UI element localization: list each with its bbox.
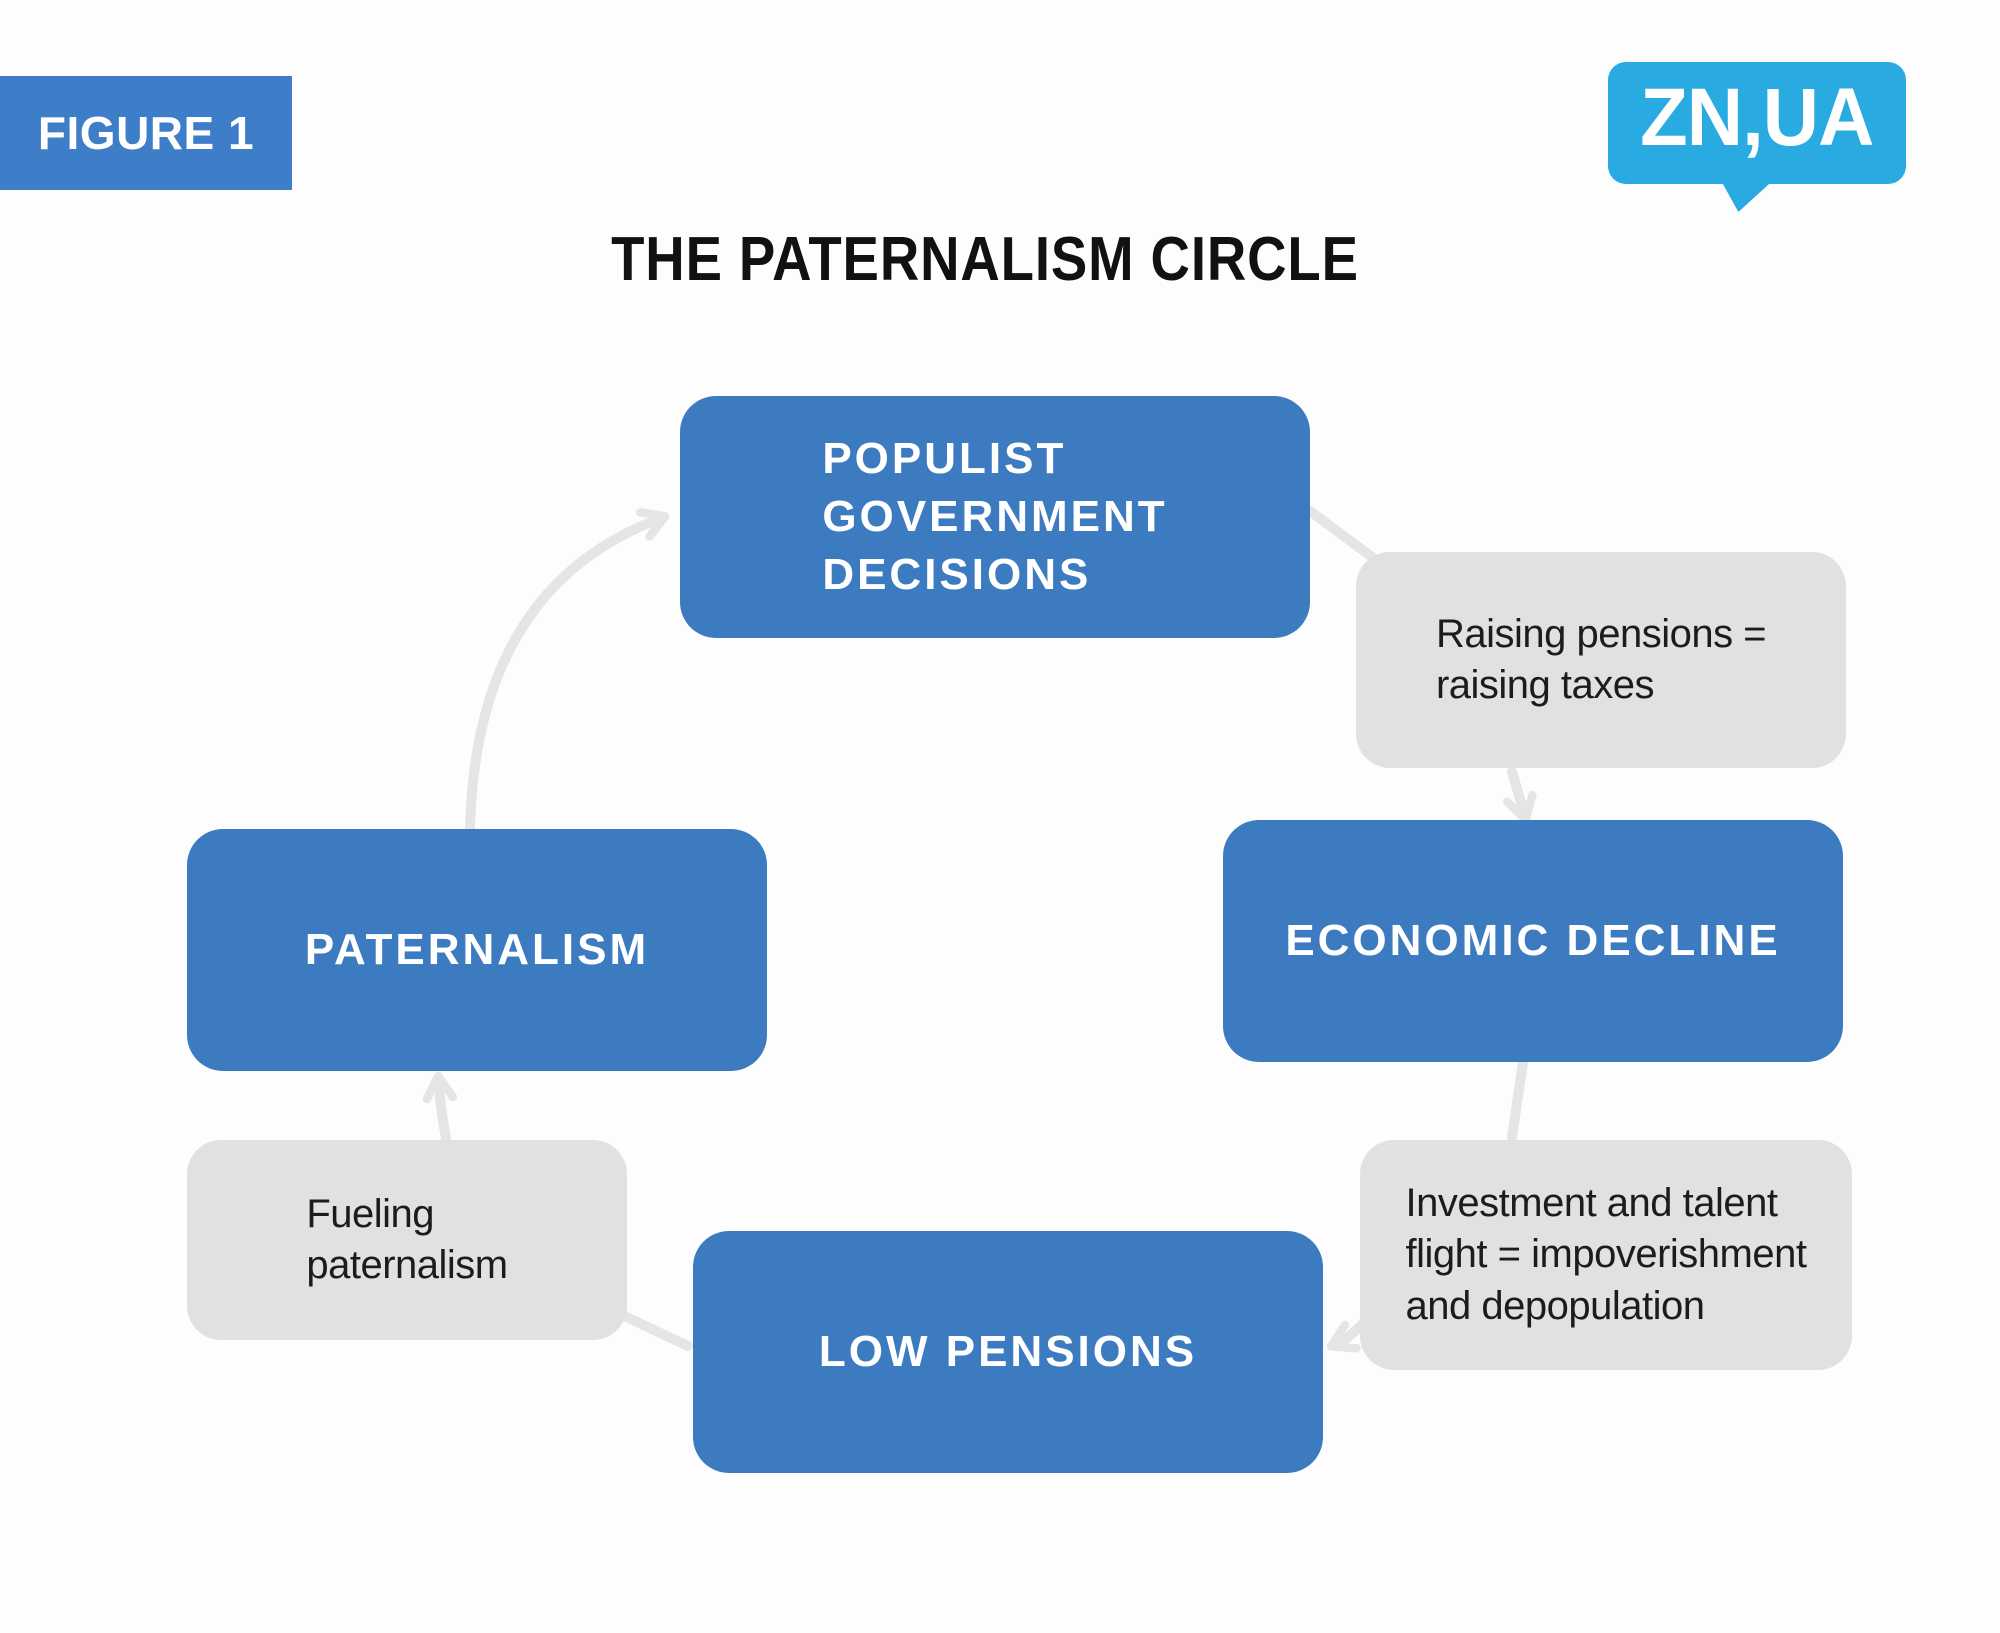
note-text: Raising pensions = raising taxes [1435, 611, 1767, 707]
figure-label-badge: FIGURE 1 [0, 76, 292, 190]
node-label: LOW PENSIONS [818, 1326, 1198, 1376]
connector-fueling-note-to-low-pensions [615, 1309, 693, 1351]
node-low-pensions: LOW PENSIONS [693, 1231, 1323, 1473]
znua-logo: ZN,UA [1608, 62, 1906, 212]
note-investment-flight: Investment and talent flight = impoveris… [1360, 1140, 1852, 1370]
note-fueling-paternalism: Fueling paternalism [187, 1140, 627, 1340]
note-text: Fueling paternalism [306, 1191, 508, 1287]
node-economic-decline: ECONOMIC DECLINE [1223, 820, 1843, 1062]
arrow-paternalism-to-populist [465, 508, 670, 833]
figure-label: FIGURE 1 [37, 107, 255, 159]
arrow-raising-note-to-economic [1503, 767, 1537, 824]
node-label: ECONOMIC DECLINE [1285, 915, 1781, 965]
node-label: PATERNALISM [304, 924, 650, 974]
note-text: Investment and talent flight = impoveris… [1405, 1181, 1807, 1328]
node-label: POPULIST GOVERNMENT DECISIONS [822, 433, 1168, 600]
page-title: THE PATERNALISM CIRCLE [611, 225, 1359, 294]
connector-economic-to-investment-note [1507, 1057, 1528, 1142]
note-raising-pensions: Raising pensions = raising taxes [1356, 552, 1846, 768]
node-populist-government-decisions: POPULIST GOVERNMENT DECISIONS [680, 396, 1310, 638]
znua-logo-text: ZN,UA [1640, 72, 1874, 163]
connector-populist-to-raising-note [1305, 506, 1377, 562]
logo-speech-tail [1712, 178, 1776, 212]
arrow-fueling-note-to-paternalism [422, 1071, 458, 1143]
node-paternalism: PATERNALISM [187, 829, 767, 1071]
